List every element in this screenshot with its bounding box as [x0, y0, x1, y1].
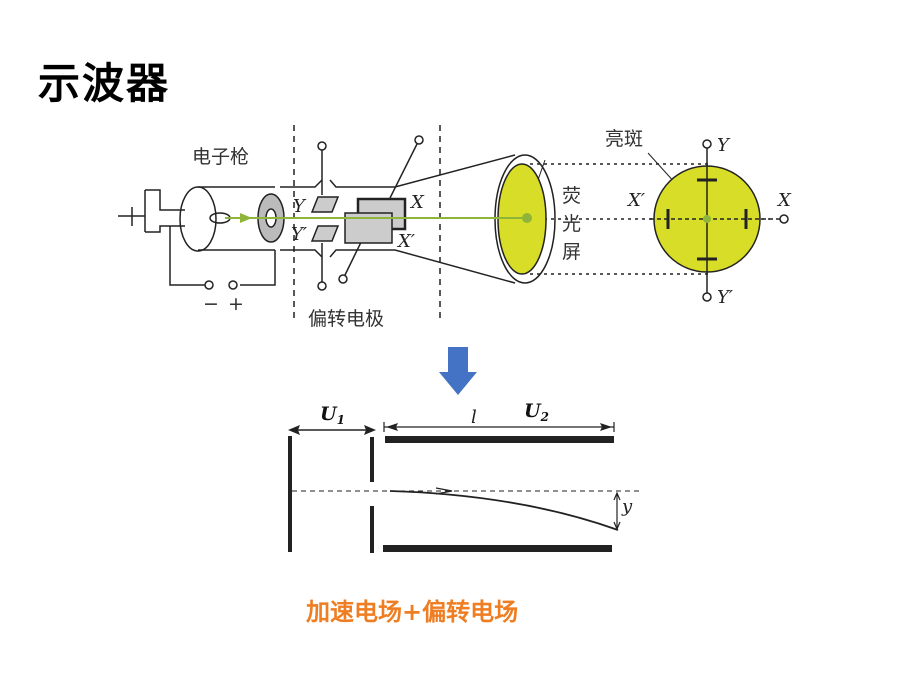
u1-subscript: 1 [337, 413, 345, 427]
u2-subscript: 2 [540, 410, 549, 424]
deflection-electrode-label: 偏转电极 [308, 308, 384, 330]
x-label: X [409, 192, 425, 213]
down-arrow-icon [439, 347, 477, 395]
electron-gun-label: 电子枪 [192, 146, 249, 168]
slide-title: 示波器 [38, 59, 171, 108]
deflect-plate-bottom [383, 545, 612, 552]
screen-label-1: 荧 [562, 185, 581, 207]
deflection-y-label: y [621, 496, 633, 517]
caption: 加速电场+偏转电场 [306, 598, 519, 626]
y-label: Y [293, 196, 307, 217]
front-y-label: Y [717, 135, 731, 156]
u2-label: U [524, 400, 542, 422]
accel-deflect-schematic [288, 422, 640, 553]
y-plate-top [310, 196, 340, 213]
y-prime-label: Y′ [291, 224, 307, 245]
front-x-label: X [776, 190, 792, 211]
battery-symbol [118, 189, 185, 233]
electron-trajectory [389, 490, 619, 531]
svg-text:U2: U2 [524, 400, 549, 424]
bright-spot [522, 213, 532, 223]
bright-spot-label: 亮斑 [605, 128, 643, 150]
front-x-prime-label: X′ [626, 190, 645, 211]
u1-label: U [320, 403, 338, 425]
plus-terminal: + [228, 293, 244, 315]
svg-text:U1: U1 [320, 403, 345, 427]
screen-label-3: 屏 [562, 241, 581, 263]
deflect-plate-top [385, 436, 614, 443]
y-plate-bottom [310, 225, 340, 242]
front-y-prime-label: Y′ [717, 287, 733, 308]
x-prime-label: X′ [396, 231, 415, 252]
length-label: l [471, 407, 477, 428]
minus-terminal: − [203, 293, 219, 315]
screen-label-2: 光 [562, 213, 581, 235]
